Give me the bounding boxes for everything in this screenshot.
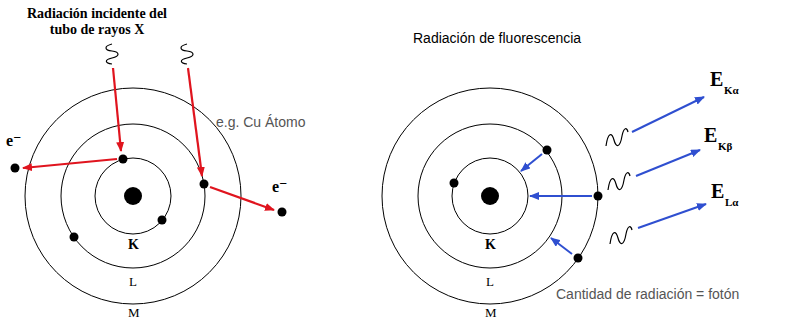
- photon-waves: [606, 129, 632, 244]
- panel-heading: Radiación de fluorescencia: [413, 30, 581, 46]
- left-atom: [25, 88, 241, 304]
- energy-subscript: Kβ: [718, 140, 732, 153]
- atom-note: e.g. Cu Átomo: [216, 114, 306, 130]
- electrons-right: [450, 146, 603, 263]
- photon-note: Cantidad de radiación = fotón: [556, 286, 739, 302]
- blue-transition-arrows: [521, 97, 706, 254]
- red-arrows: [23, 68, 274, 210]
- electrons-left: [11, 155, 287, 242]
- nucleus: [124, 187, 142, 205]
- shell-name: M: [128, 306, 140, 321]
- panel-heading: Radiación incidente del tubo de rayos X: [22, 6, 172, 38]
- energy-subscript: Lα: [725, 196, 738, 209]
- shell-name: L: [129, 275, 137, 290]
- electron-symbol: e⁻: [6, 132, 22, 150]
- shell-name: K: [128, 237, 139, 253]
- energy-subscript: Kα: [724, 84, 739, 97]
- right-atom: [382, 88, 598, 304]
- nucleus: [481, 187, 499, 205]
- xray-squiggles: [106, 44, 193, 64]
- electron-symbol: e⁻: [272, 178, 288, 196]
- shell-name: K: [485, 237, 496, 253]
- shell-name: M: [485, 306, 497, 321]
- shell-name: L: [486, 275, 494, 290]
- energy-symbol: E: [710, 68, 723, 91]
- energy-symbol: E: [704, 124, 717, 147]
- energy-symbol: E: [711, 180, 724, 203]
